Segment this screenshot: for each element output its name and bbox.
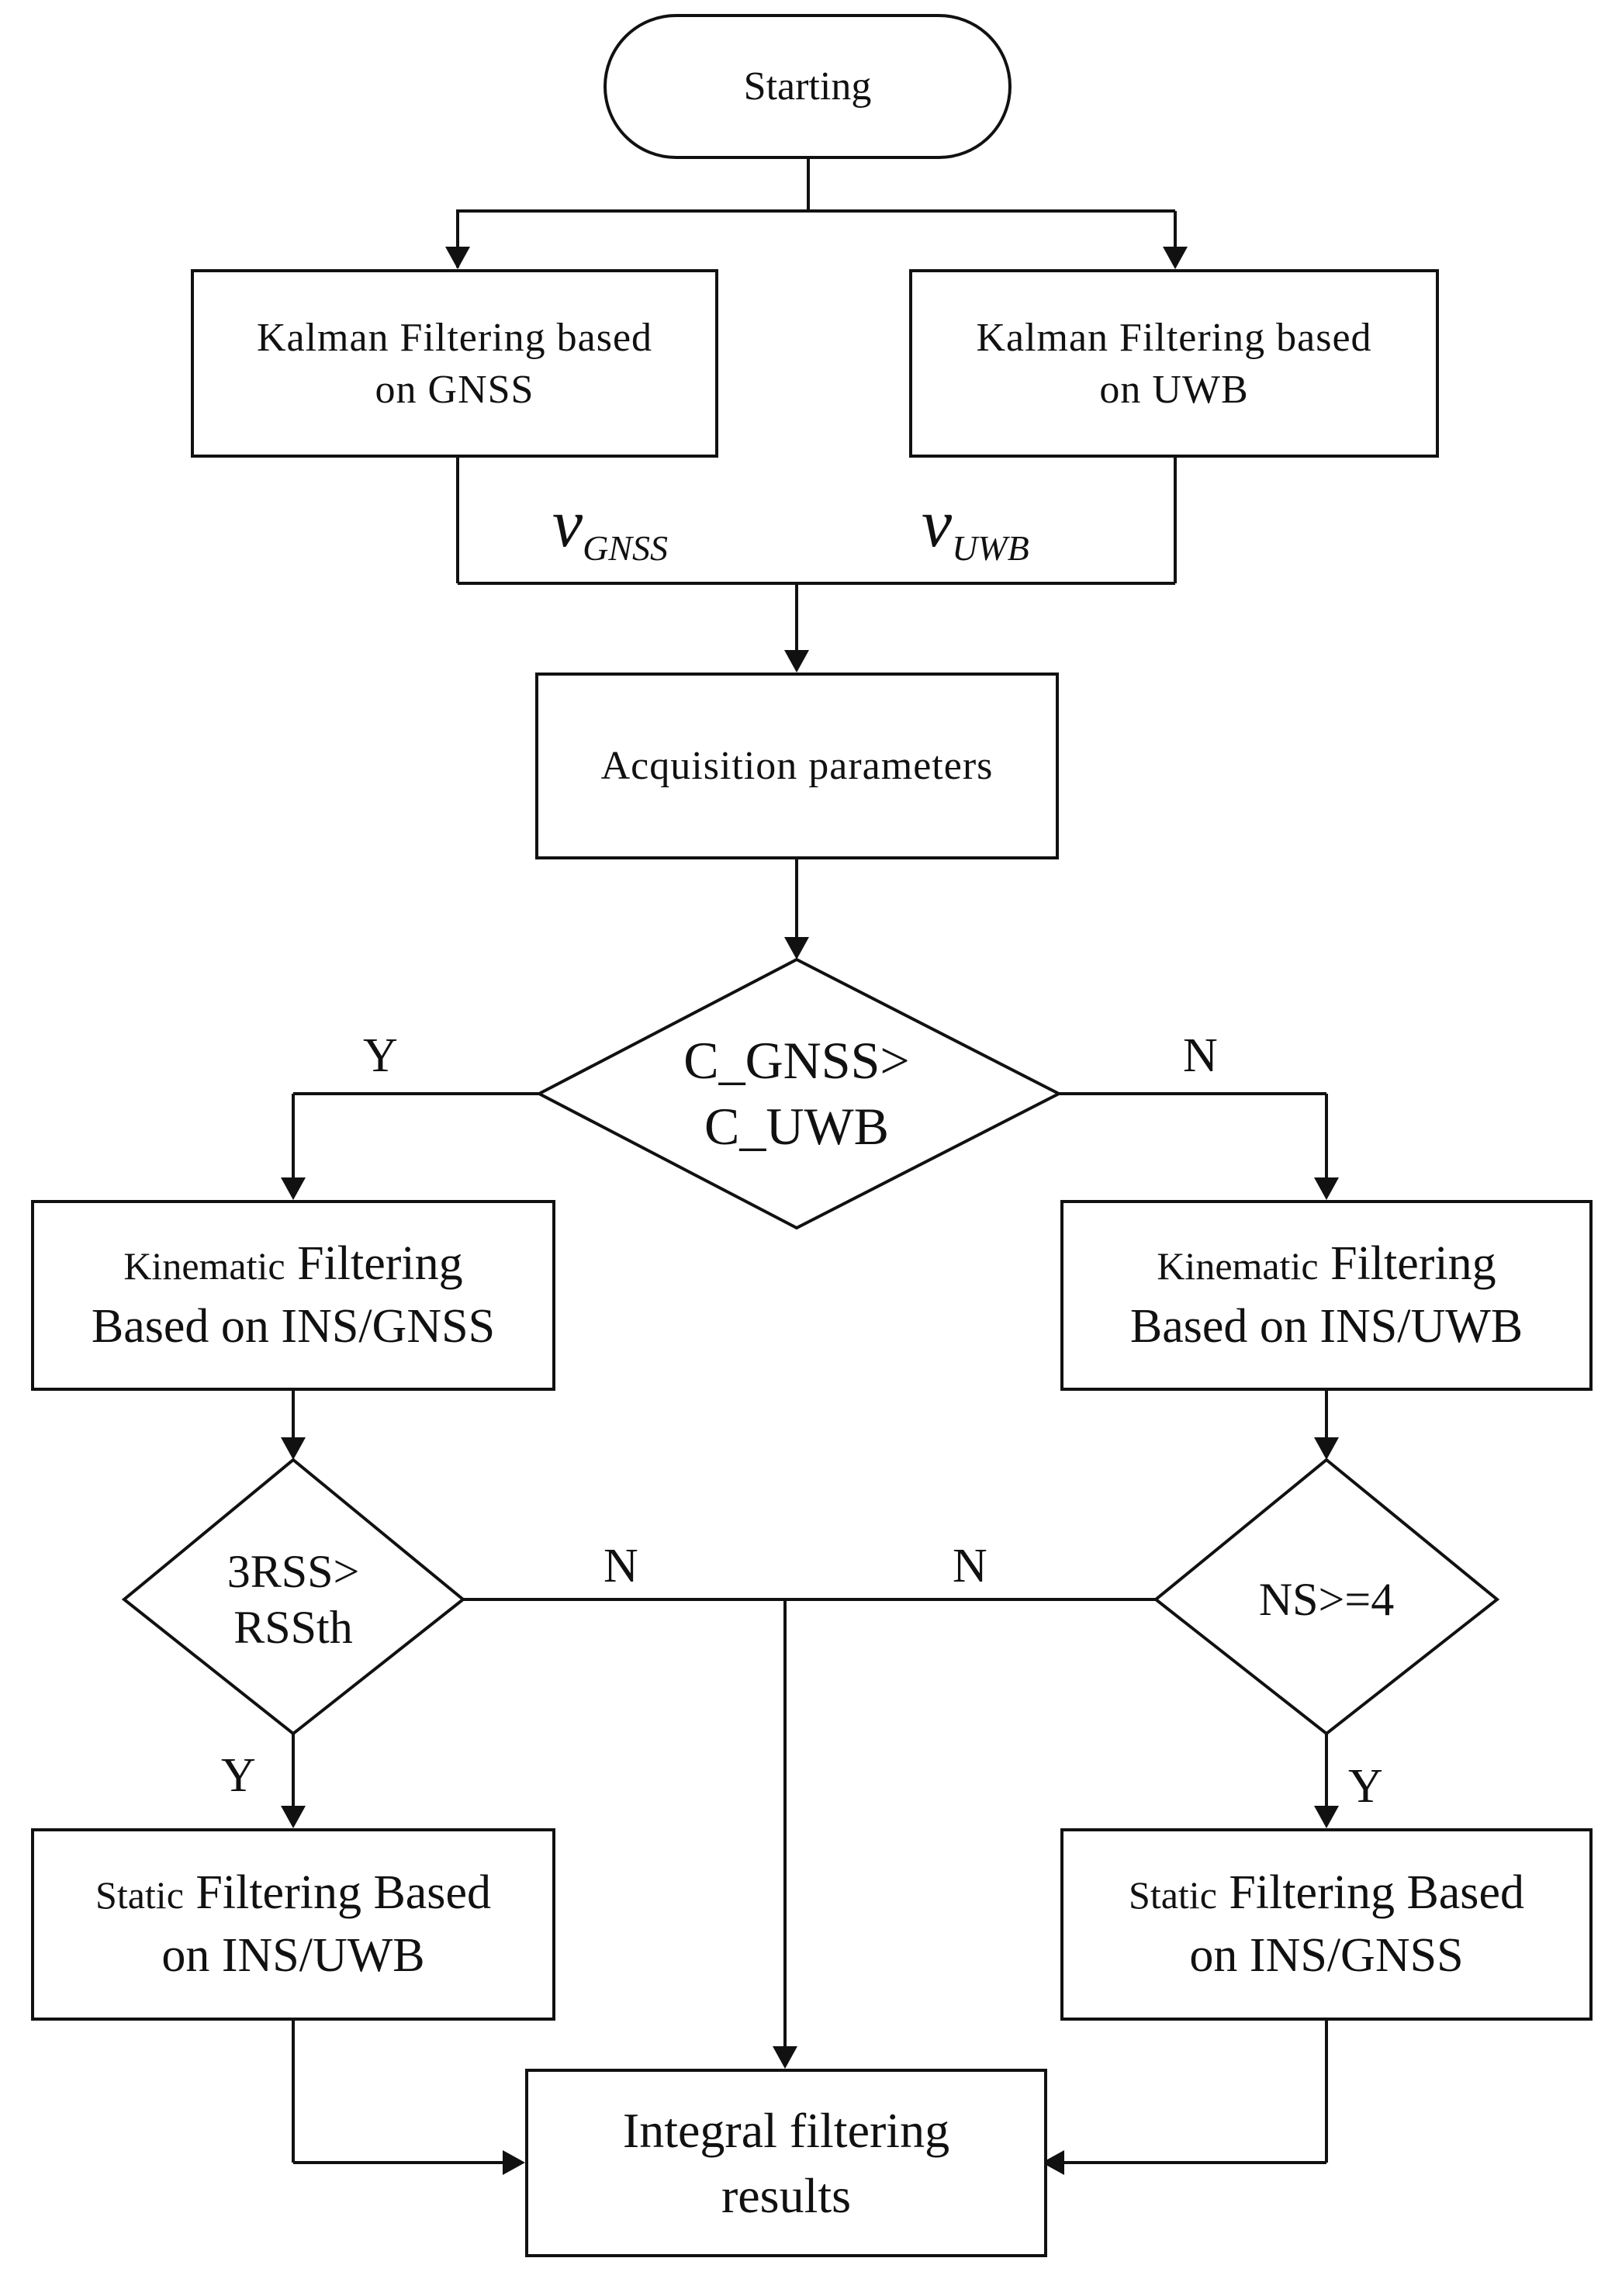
kalman-uwb-line2: on UWB <box>1099 367 1249 412</box>
kinematic-gnss-line1: Kinematic Filtering <box>123 1233 462 1295</box>
static-uwb-big: Filtering Based <box>183 1866 491 1920</box>
start-label: Starting <box>743 64 872 109</box>
arrowhead <box>445 247 470 269</box>
arrowhead <box>784 937 809 960</box>
kalman-uwb-line1: Kalman Filtering based <box>976 315 1372 360</box>
arrowhead <box>1042 2150 1064 2175</box>
kinematic-uwb-box: Kinematic Filtering Based on INS/UWB <box>1060 1200 1593 1391</box>
decision-ns-no-label: N <box>953 1540 987 1592</box>
decision-c-no-label: N <box>1183 1029 1218 1082</box>
kinematic-gnss-big: Filtering <box>285 1237 463 1291</box>
static-uwb-small: Static <box>95 1873 184 1917</box>
integral-line1: Integral filtering <box>622 2103 950 2159</box>
integral-results-box: Integral filtering results <box>525 2069 1047 2257</box>
decision-ns-shape <box>1153 1457 1500 1736</box>
arrowhead <box>773 2046 797 2069</box>
v-uwb-subscript: UWB <box>952 528 1029 568</box>
kinematic-uwb-line1: Kinematic Filtering <box>1157 1233 1496 1295</box>
arrowhead <box>503 2150 525 2175</box>
kalman-gnss-line2: on GNSS <box>375 367 534 412</box>
arrowhead <box>1314 1806 1339 1828</box>
edge-start-split <box>456 159 810 268</box>
decision-c-shape <box>535 957 1063 1230</box>
kalman-gnss-box: Kalman Filtering based on GNSS <box>191 269 718 458</box>
decision-rss-text: 3RSS> RSSth <box>177 1522 410 1677</box>
decision-rss-line1: 3RSS> <box>227 1546 360 1597</box>
kinematic-uwb-small: Kinematic <box>1157 1244 1319 1288</box>
acquisition-label: Acquisition parameters <box>600 744 994 788</box>
static-gnss-big: Filtering Based <box>1216 1866 1524 1920</box>
decision-rss-no-label: N <box>603 1540 638 1592</box>
arrowhead <box>1163 247 1188 269</box>
kinematic-gnss-box: Kinematic Filtering Based on INS/GNSS <box>31 1200 555 1391</box>
arrowhead <box>1314 1177 1339 1200</box>
arrowhead <box>281 1437 306 1460</box>
decision-rss-yes-label: Y <box>221 1749 256 1802</box>
acquisition-box: Acquisition parameters <box>535 673 1059 859</box>
start-terminal: Starting <box>603 14 1012 159</box>
decision-ns-label: NS>=4 <box>1258 1573 1395 1625</box>
kinematic-gnss-line2: Based on INS/GNSS <box>91 1300 496 1353</box>
v-gnss-subscript: GNSS <box>583 528 668 568</box>
kalman-uwb-box: Kalman Filtering based on UWB <box>909 269 1439 458</box>
v-gnss-symbol: vGNSS <box>552 486 668 568</box>
arrowhead <box>1314 1437 1339 1460</box>
decision-c-line2: C_UWB <box>704 1097 889 1156</box>
static-gnss-box: Static Filtering Based on INS/GNSS <box>1060 1828 1593 2021</box>
arrowhead <box>281 1177 306 1200</box>
static-gnss-line2: on INS/GNSS <box>1189 1929 1464 1982</box>
decision-ns-text: NS>=4 <box>1210 1561 1443 1638</box>
decision-c-line1: C_GNSS> <box>683 1031 910 1090</box>
decision-ns-yes-label: Y <box>1348 1760 1383 1813</box>
static-gnss-line1: Static Filtering Based <box>1129 1862 1524 1924</box>
kinematic-uwb-line2: Based on INS/UWB <box>1129 1300 1523 1353</box>
kinematic-uwb-big: Filtering <box>1318 1237 1496 1291</box>
arrowhead <box>784 650 809 673</box>
decision-c-yes-label: Y <box>363 1029 398 1082</box>
integral-line2: results <box>721 2167 852 2223</box>
arrowhead <box>281 1806 306 1828</box>
decision-rss-line2: RSSth <box>233 1602 353 1653</box>
static-gnss-small: Static <box>1129 1873 1217 1917</box>
decision-c-text: C_GNSS> C_UWB <box>605 1016 988 1171</box>
static-uwb-line2: on INS/UWB <box>161 1929 425 1982</box>
static-uwb-box: Static Filtering Based on INS/UWB <box>31 1828 555 2021</box>
static-uwb-line1: Static Filtering Based <box>95 1862 491 1924</box>
decision-rss-shape <box>121 1457 466 1736</box>
v-uwb-symbol: vUWB <box>922 486 1029 568</box>
kinematic-gnss-small: Kinematic <box>123 1244 285 1288</box>
kalman-gnss-line1: Kalman Filtering based <box>256 315 653 360</box>
